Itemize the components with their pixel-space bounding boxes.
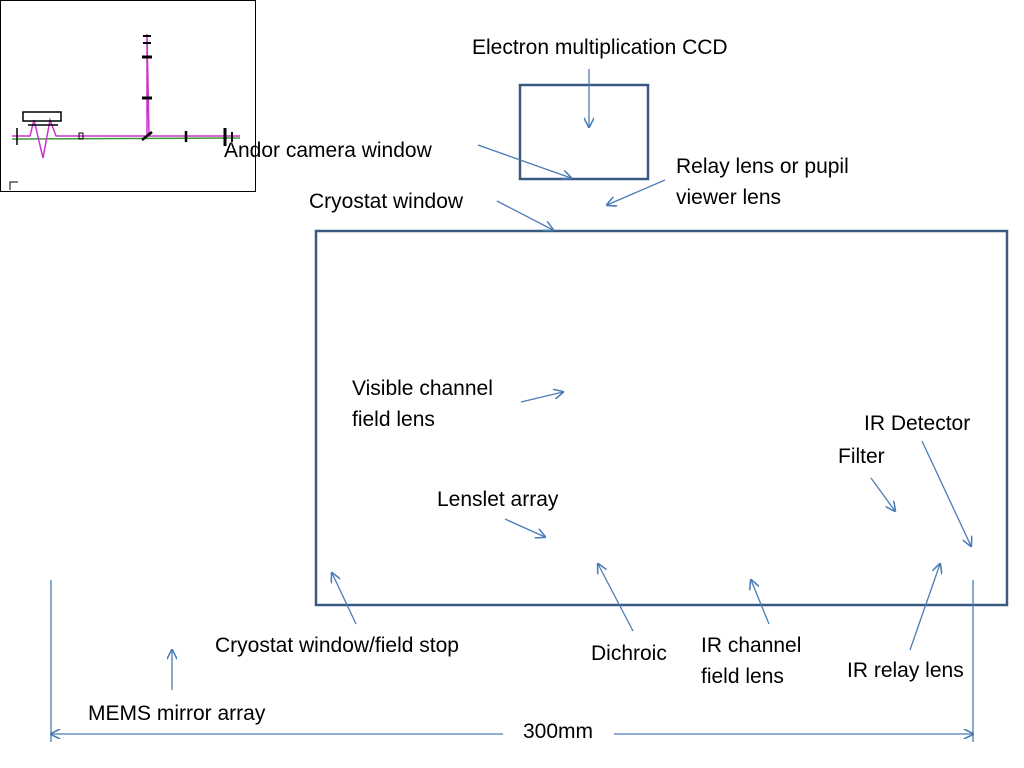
visible-field-lens-label-line2: field lens <box>352 408 435 431</box>
cryostat-window-field-stop-pointer-arrow <box>332 573 357 625</box>
cryostat-window-label: Cryostat window <box>309 190 464 213</box>
thumbnail-frame <box>0 0 256 192</box>
ir-relay-lens-pointer-arrow <box>909 564 940 651</box>
thumbnail-ray-alt <box>11 137 241 140</box>
relay-lens-label-line1: Relay lens or pupil <box>676 155 849 178</box>
andor-window-pointer-arrow <box>477 144 571 178</box>
raytrace-thumbnail <box>0 0 256 192</box>
thumbnail-mems-box <box>22 111 62 122</box>
lenslet-array-pointer-arrow <box>504 518 545 537</box>
relay-lens-pointer-arrow <box>607 179 666 205</box>
filter-label: Filter <box>838 445 885 468</box>
scale-length-label: 300mm <box>523 720 593 743</box>
ir-channel-field-lens-label-line1: IR channel <box>701 634 801 657</box>
relay-lens-label-line2: viewer lens <box>676 186 781 209</box>
andor-window-label: Andor camera window <box>224 139 433 162</box>
emccd-label: Electron multiplication CCD <box>472 36 728 59</box>
cryostat-window-pointer-arrow <box>496 200 553 230</box>
thumbnail-part <box>78 132 84 140</box>
ccd-camera-box <box>518 83 650 181</box>
lenslet-array-label: Lenslet array <box>437 488 559 511</box>
dichroic-pointer-arrow <box>598 564 634 632</box>
filter-pointer-arrow <box>870 477 895 511</box>
ir-relay-lens-label: IR relay lens <box>847 659 964 682</box>
ir-channel-field-lens-pointer-arrow <box>751 580 770 625</box>
mems-mirror-array-label: MEMS mirror array <box>88 702 266 725</box>
ir-detector-pointer-arrow <box>921 440 971 546</box>
ir-detector-label: IR Detector <box>864 412 970 435</box>
thumbnail-ray-main <box>12 33 240 159</box>
thumbnail-corner-mark <box>9 181 18 190</box>
visible-field-lens-label-line1: Visible channel <box>352 377 493 400</box>
dichroic-label: Dichroic <box>591 642 667 665</box>
visible-field-lens-pointer-arrow <box>520 392 563 403</box>
cryostat-box <box>314 229 1009 607</box>
ir-channel-field-lens-label-line2: field lens <box>701 665 784 688</box>
thumbnail-part <box>141 131 153 141</box>
cryostat-window-field-stop-label: Cryostat window/field stop <box>215 634 459 657</box>
